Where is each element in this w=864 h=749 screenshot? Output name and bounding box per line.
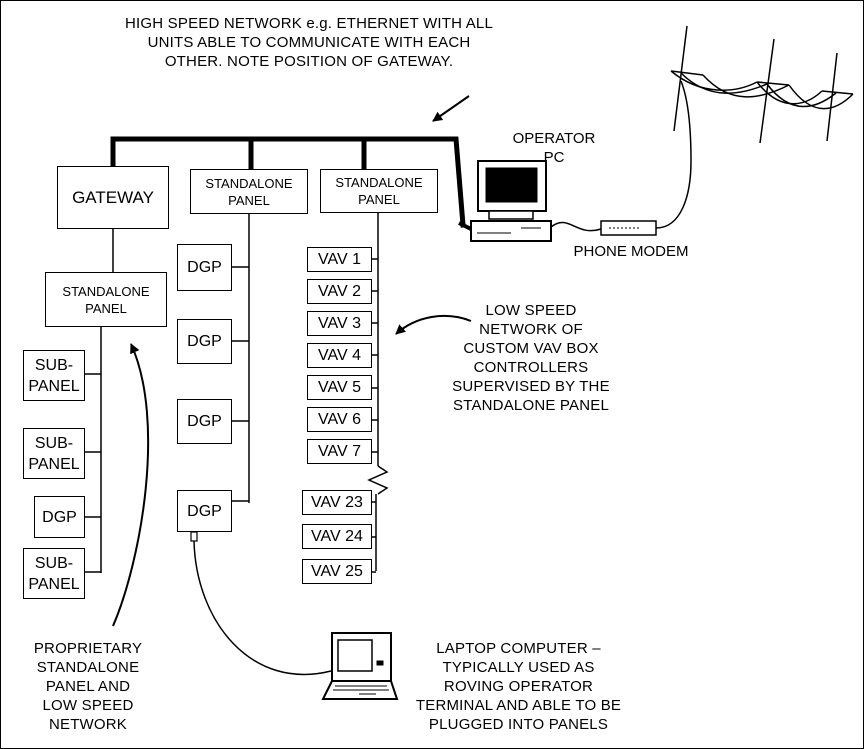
low-speed-note-line: SUPERVISED BY THE	[441, 377, 621, 396]
sub-panel-1: SUB- PANEL	[23, 350, 85, 401]
standalone-panel-left-line: PANEL	[85, 300, 127, 317]
dgp-4: DGP	[177, 490, 232, 532]
operator-pc-label: OPERATOR PC	[509, 129, 599, 167]
laptop-note: LAPTOP COMPUTER – TYPICALLY USED AS ROVI…	[406, 639, 631, 734]
standalone-panel-left: STANDALONE PANEL	[45, 272, 167, 327]
laptop-icon	[323, 633, 397, 699]
dgp-column-wires	[232, 214, 249, 503]
sub-panel-1-line: PANEL	[28, 376, 79, 397]
network-arrow	[433, 96, 469, 121]
laptop-note-line: TYPICALLY USED AS	[406, 658, 631, 677]
vav-5: VAV 5	[307, 375, 372, 400]
gateway-box: GATEWAY	[57, 166, 169, 229]
laptop-cable	[191, 532, 331, 674]
vav-2: VAV 2	[307, 279, 372, 304]
vav-1: VAV 1	[307, 247, 372, 272]
sub-panel-2: SUB- PANEL	[23, 428, 85, 479]
network-note: HIGH SPEED NETWORK e.g. ETHERNET WITH AL…	[69, 14, 549, 71]
telephone-poles	[671, 26, 853, 143]
phone-modem-label: PHONE MODEM	[561, 243, 701, 260]
standalone-panel-1: STANDALONE PANEL	[190, 169, 308, 214]
vav-25: VAV 25	[302, 559, 372, 584]
sub-panel-3-line: SUB-	[35, 553, 73, 574]
network-note-line: UNITS ABLE TO COMMUNICATE WITH EACH	[69, 33, 549, 52]
proprietary-arrow	[113, 344, 148, 626]
laptop-note-line: PLUGGED INTO PANELS	[406, 715, 631, 734]
low-speed-note-line: LOW SPEED	[441, 301, 621, 320]
standalone-panel-2-line: STANDALONE	[335, 174, 422, 191]
sub-panel-3-line: PANEL	[28, 574, 79, 595]
standalone-panel-1-line: STANDALONE	[205, 175, 292, 192]
standalone-panel-2-line: PANEL	[358, 191, 400, 208]
vav-7: VAV 7	[307, 439, 372, 464]
sub-panel-1-line: SUB-	[35, 355, 73, 376]
operator-pc-label-line: PC	[509, 148, 599, 167]
laptop-note-line: TERMINAL AND ABLE TO BE	[406, 696, 631, 715]
vav-4: VAV 4	[307, 343, 372, 368]
dgp-1: DGP	[177, 244, 232, 291]
proprietary-note: PROPRIETARY STANDALONE PANEL AND LOW SPE…	[13, 639, 163, 734]
vav-24: VAV 24	[302, 524, 372, 549]
dgp-2: DGP	[177, 319, 232, 364]
network-note-line: HIGH SPEED NETWORK e.g. ETHERNET WITH AL…	[69, 14, 549, 33]
operator-pc-label-line: OPERATOR	[509, 129, 599, 148]
low-speed-note-line: CONTROLLERS	[441, 358, 621, 377]
proprietary-note-line: NETWORK	[13, 715, 163, 734]
proprietary-note-line: PANEL AND	[13, 677, 163, 696]
low-speed-note: LOW SPEED NETWORK OF CUSTOM VAV BOX CONT…	[441, 301, 621, 415]
laptop-note-line: ROVING OPERATOR	[406, 677, 631, 696]
sub-panel-2-line: SUB-	[35, 433, 73, 454]
proprietary-note-line: LOW SPEED	[13, 696, 163, 715]
operator-pc-icon	[459, 161, 551, 241]
network-note-line: OTHER. NOTE POSITION OF GATEWAY.	[69, 52, 549, 71]
low-speed-note-line: CUSTOM VAV BOX	[441, 339, 621, 358]
standalone-panel-1-line: PANEL	[228, 192, 270, 209]
standalone-panel-2: STANDALONE PANEL	[320, 169, 438, 213]
low-speed-note-line: STANDALONE PANEL	[441, 396, 621, 415]
dgp-3: DGP	[177, 399, 232, 444]
laptop-note-line: LAPTOP COMPUTER –	[406, 639, 631, 658]
proprietary-note-line: STANDALONE	[13, 658, 163, 677]
standalone-panel-left-line: STANDALONE	[62, 283, 149, 300]
sub-panel-3: SUB- PANEL	[23, 548, 85, 599]
low-speed-note-line: NETWORK OF	[441, 320, 621, 339]
vav-3: VAV 3	[307, 311, 372, 336]
dgp-left: DGP	[34, 496, 85, 538]
sub-panel-2-line: PANEL	[28, 454, 79, 475]
vav-23: VAV 23	[302, 490, 372, 515]
proprietary-note-line: PROPRIETARY	[13, 639, 163, 658]
vav-6: VAV 6	[307, 407, 372, 432]
